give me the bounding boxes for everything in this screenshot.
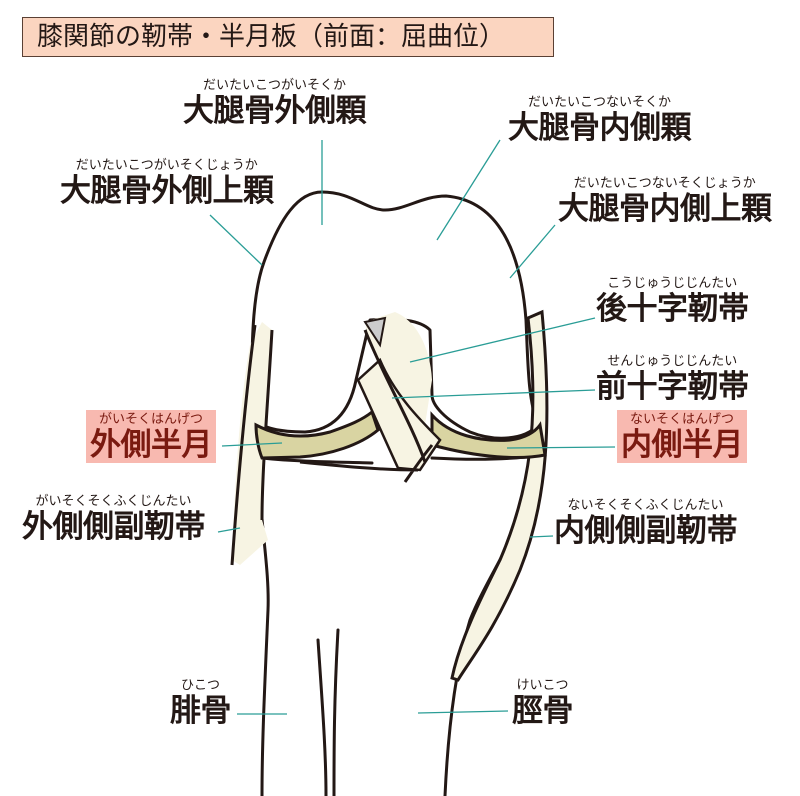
label-fibula: ひこつ腓骨: [170, 678, 232, 729]
label-text: 外側側副靭帯: [22, 509, 206, 545]
furigana: がいそくはんげつ: [98, 412, 203, 427]
label-acl: せんじゅうじじんたい前十字靭帯: [596, 354, 749, 405]
furigana: ないそくそくふくじんたい: [567, 498, 724, 513]
mcl-ligament: [450, 309, 549, 682]
label-text: 大腿骨外側上顆: [60, 173, 274, 209]
label-text: 脛骨: [512, 693, 574, 729]
label-text: 大腿骨内側上顆: [558, 191, 772, 227]
furigana: がいそくそくふくじんたい: [35, 494, 192, 509]
furigana: だいたいこつがいそくか: [202, 78, 346, 93]
medial-meniscus: [430, 411, 547, 459]
furigana: だいたいこつないそくか: [527, 95, 671, 110]
label-lcl: がいそくそくふくじんたい外側側副靭帯: [22, 494, 206, 545]
label-text: 大腿骨内側顆: [508, 110, 692, 146]
label-lateral-meniscus: がいそくはんげつ外側半月: [86, 410, 216, 463]
label-text: 内側半月: [621, 427, 744, 463]
furigana: ないそくはんげつ: [629, 412, 734, 427]
furigana: こうじゅうじじんたい: [607, 276, 738, 291]
furigana: せんじゅうじじんたい: [607, 354, 738, 369]
label-text: 外側半月: [90, 427, 213, 463]
tibia-bone: [258, 453, 542, 796]
furigana: だいたいこつがいそくじょうか: [75, 158, 258, 173]
label-text: 腓骨: [170, 693, 232, 729]
furigana: けいこつ: [516, 678, 569, 693]
diagram-title: 膝関節の靭帯・半月板（前面：屈曲位）: [22, 17, 554, 57]
label-medial-meniscus: ないそくはんげつ内側半月: [617, 410, 747, 463]
label-pcl: こうじゅうじじんたい後十字靭帯: [596, 276, 749, 327]
furigana: だいたいこつないそくじょうか: [573, 176, 756, 191]
label-text: 内側側副靭帯: [554, 513, 738, 549]
lateral-meniscus: [254, 409, 380, 460]
label-text: 大腿骨外側顆: [183, 93, 367, 129]
acl-ligament: [356, 357, 442, 472]
label-text: 後十字靭帯: [596, 291, 749, 327]
label-mcl: ないそくそくふくじんたい内側側副靭帯: [554, 498, 738, 549]
label-tibia: けいこつ脛骨: [512, 678, 574, 729]
label-lateral-condyle: だいたいこつがいそくか大腿骨外側顆: [183, 78, 367, 129]
label-medial-epicondyle: だいたいこつないそくじょうか大腿骨内側上顆: [558, 176, 772, 227]
label-medial-condyle: だいたいこつないそくか大腿骨内側顆: [508, 95, 692, 146]
furigana: ひこつ: [180, 678, 220, 693]
label-lateral-epicondyle: だいたいこつがいそくじょうか大腿骨外側上顆: [60, 158, 274, 209]
label-text: 前十字靭帯: [596, 369, 749, 405]
fibula-bone: [316, 628, 340, 796]
